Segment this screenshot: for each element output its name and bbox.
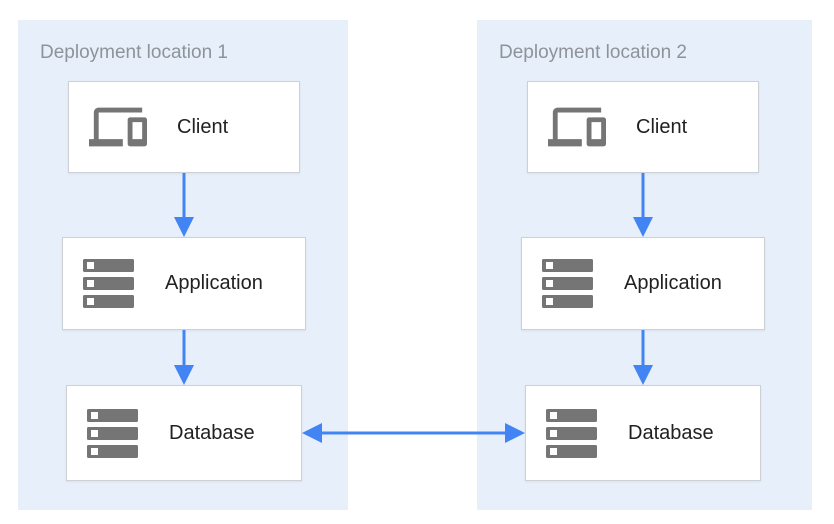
deployment-location-1-panel: Deployment location 1 Client bbox=[18, 20, 348, 510]
node-label: Application bbox=[624, 272, 722, 294]
arrow-application1-to-database1 bbox=[174, 330, 194, 385]
database-node-1: Database bbox=[66, 385, 302, 481]
application-node-2: Application bbox=[521, 237, 765, 330]
arrow-client2-to-application2 bbox=[633, 173, 653, 237]
node-label: Client bbox=[177, 115, 229, 138]
deployment-location-2-label: Deployment location 2 bbox=[499, 42, 687, 63]
client-node-2: Client bbox=[527, 81, 759, 173]
client-node-1: Client bbox=[68, 81, 300, 173]
devices-icon bbox=[89, 98, 147, 156]
database-node-2: Database bbox=[525, 385, 761, 481]
arrow-client1-to-application1 bbox=[174, 173, 194, 237]
node-label: Application bbox=[165, 272, 263, 294]
server-stack-icon bbox=[542, 259, 594, 308]
deployment-location-1-label: Deployment location 1 bbox=[40, 42, 228, 63]
server-stack-icon bbox=[87, 408, 139, 458]
application-node-1: Application bbox=[62, 237, 306, 330]
server-stack-icon bbox=[83, 259, 135, 308]
node-label: Database bbox=[169, 421, 255, 444]
server-stack-icon bbox=[546, 408, 598, 458]
deployment-location-2-panel: Deployment location 2 Client bbox=[477, 20, 812, 510]
arrow-application2-to-database2 bbox=[633, 330, 653, 385]
node-label: Client bbox=[636, 115, 688, 138]
node-label: Database bbox=[628, 421, 714, 444]
devices-icon bbox=[548, 98, 606, 156]
arrow-database1-database2-bidirectional bbox=[302, 423, 525, 443]
